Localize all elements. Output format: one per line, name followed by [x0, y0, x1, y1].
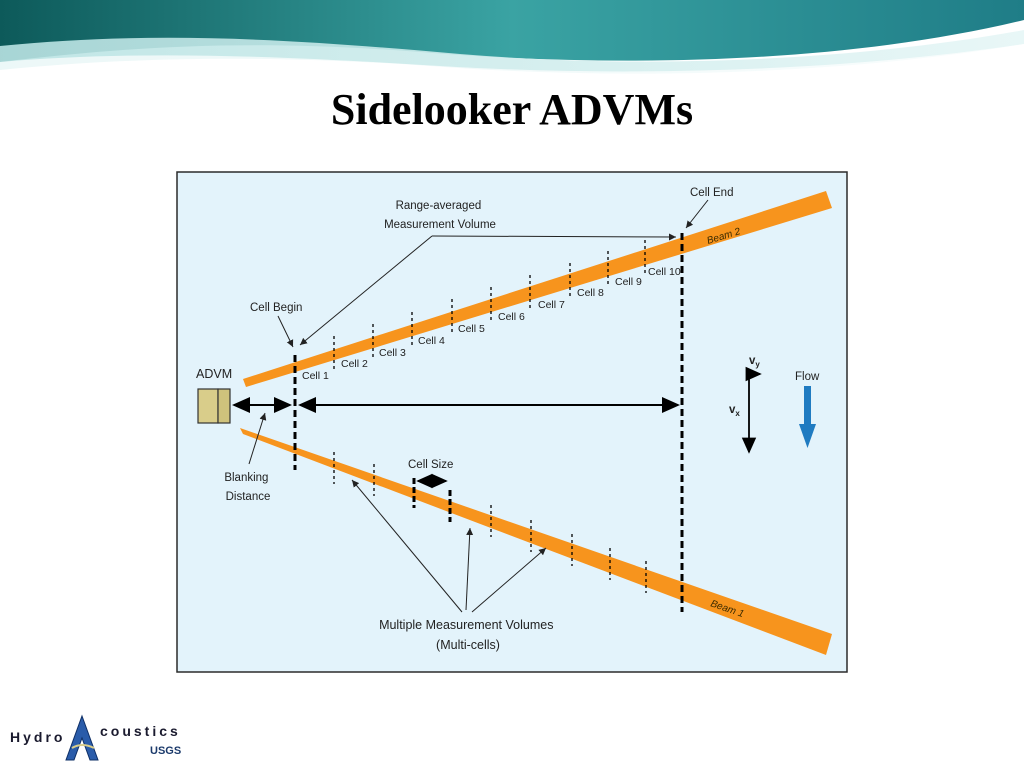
cell-size-label: Cell Size	[408, 459, 453, 471]
cell-label: Cell 5	[458, 323, 485, 335]
cell-label: Cell 8	[577, 287, 604, 299]
hydroacoustics-logo: Hydro coustics USGS	[10, 714, 181, 761]
multiple-volumes-leader-3	[471, 547, 547, 613]
cell-begin-leader	[277, 315, 294, 348]
cell-label: Cell 3	[379, 347, 406, 359]
cell-label: Cell 9	[615, 276, 642, 288]
vx-label: vx	[729, 404, 740, 418]
header-wave-banner	[0, 0, 1024, 80]
flow-label: Flow	[795, 371, 820, 383]
cell-labels: Cell 1 Cell 2 Cell 3 Cell 4 Cell 5 Cell …	[302, 266, 681, 382]
cell-label: Cell 10	[648, 266, 681, 278]
logo-coustics-text: coustics	[100, 723, 181, 739]
advm-face	[217, 388, 231, 424]
multiple-volumes-label: Multiple Measurement Volumes (Multi-cell…	[379, 618, 557, 652]
range-averaged-leader-left	[299, 235, 433, 346]
flow-arrow-icon	[799, 386, 816, 448]
multiple-volumes-leader-2	[465, 527, 474, 611]
vy-label: vy	[749, 355, 760, 369]
range-averaged-label: Range-averaged Measurement Volume	[384, 200, 496, 231]
cell-end-leader	[685, 199, 709, 229]
cell-label: Cell 7	[538, 299, 565, 311]
logo-hydro-text: Hydro	[10, 729, 65, 745]
slide-title: Sidelooker ADVMs	[330, 85, 694, 134]
beam-1-cell-dividers	[333, 452, 647, 593]
blanking-distance-leader	[248, 412, 267, 465]
logo-usgs-text: USGS	[150, 745, 181, 757]
cell-label: Cell 4	[418, 335, 445, 347]
advm-body	[197, 388, 219, 424]
diagram-panel	[176, 171, 848, 673]
cell-label: Cell 6	[498, 311, 525, 323]
cell-end-label: Cell End	[690, 187, 733, 199]
beam-2-cell-dividers	[333, 240, 646, 372]
cell-label: Cell 2	[341, 358, 368, 370]
beam-1	[240, 428, 832, 655]
multiple-volumes-leader-1	[351, 479, 463, 613]
a-triangle-logo-icon	[65, 714, 99, 761]
blanking-distance-label: Blanking Distance	[224, 472, 271, 503]
cell-begin-label: Cell Begin	[250, 302, 302, 314]
advm-label: ADVM	[196, 367, 232, 381]
range-averaged-leader-right	[431, 233, 677, 241]
beam-2	[243, 191, 832, 387]
cell-label: Cell 1	[302, 370, 329, 382]
